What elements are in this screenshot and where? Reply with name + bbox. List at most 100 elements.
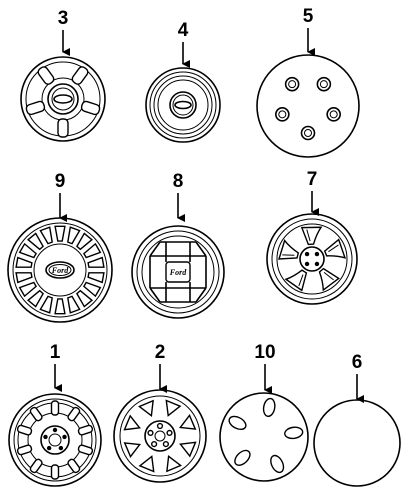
callout-9: 9 xyxy=(55,171,66,192)
slot xyxy=(76,232,93,251)
lug xyxy=(304,261,310,267)
callout-2: 2 xyxy=(155,342,166,363)
triangle-window xyxy=(178,414,197,430)
slot xyxy=(27,289,44,308)
slot xyxy=(71,66,89,85)
slot xyxy=(37,66,55,85)
triangle-window xyxy=(123,414,141,431)
slot xyxy=(18,281,38,298)
vent xyxy=(50,464,60,480)
hole xyxy=(300,125,316,141)
spoke-window xyxy=(318,267,340,292)
vent xyxy=(16,424,33,436)
oval-recess xyxy=(270,454,285,474)
spoke-line xyxy=(323,271,334,281)
part-1-wheel[interactable]: 1 xyxy=(8,342,102,487)
slot xyxy=(67,226,81,245)
slot xyxy=(80,100,101,116)
spoke-window xyxy=(278,239,300,260)
ford-emblem-8: Ford xyxy=(169,268,187,277)
slot xyxy=(25,100,46,116)
callout-10: 10 xyxy=(254,342,275,363)
vent xyxy=(29,458,43,474)
vent xyxy=(50,400,60,416)
spoke-line xyxy=(298,274,304,287)
triangle-window xyxy=(138,399,154,418)
lug xyxy=(314,261,320,267)
slot xyxy=(27,232,44,251)
lug xyxy=(147,429,154,437)
slot xyxy=(82,281,102,298)
oval-recess xyxy=(234,449,251,466)
lug xyxy=(46,445,52,451)
spoke-line xyxy=(328,244,339,253)
oval-recess xyxy=(228,415,247,431)
slot xyxy=(39,226,53,245)
part-7-wheel[interactable]: 7 xyxy=(266,169,358,305)
part-6-wheel-cover[interactable]: 6 xyxy=(313,352,401,487)
callout-8: 8 xyxy=(173,171,184,192)
slot xyxy=(76,289,93,308)
part-10-wheel-cover[interactable]: 10 xyxy=(219,342,309,482)
vent xyxy=(77,424,94,436)
part-8-wheel-cover[interactable]: 8 Ford xyxy=(131,171,225,319)
slot xyxy=(87,272,105,284)
lug xyxy=(151,440,158,448)
slot xyxy=(87,256,105,268)
hole-inner xyxy=(329,110,338,119)
hole xyxy=(284,76,300,92)
part-3-wheel-cover[interactable]: 3 xyxy=(20,8,106,142)
triangle-window xyxy=(138,455,155,473)
vent xyxy=(67,406,81,422)
vent xyxy=(29,406,43,422)
part-9-wheel-cover[interactable]: 9 Ford xyxy=(7,171,113,323)
callout-4: 4 xyxy=(178,20,189,41)
hole xyxy=(316,76,332,92)
callout-6: 6 xyxy=(352,352,363,373)
hole-inner xyxy=(319,80,328,89)
slot xyxy=(57,118,69,138)
ford-emblem-9: Ford xyxy=(51,266,69,275)
lug xyxy=(166,429,173,437)
hole-inner xyxy=(304,129,312,137)
slot xyxy=(82,242,102,259)
slot xyxy=(15,272,33,284)
slot xyxy=(67,295,81,314)
callout-1: 1 xyxy=(50,342,61,363)
part-2-wheel[interactable]: 2 xyxy=(113,342,207,483)
oval-recess xyxy=(262,397,276,418)
lug xyxy=(314,251,320,257)
lug xyxy=(304,251,310,257)
spoke-window xyxy=(300,226,323,246)
part-5-wheel-cover[interactable]: 5 xyxy=(256,6,360,158)
oval-recess xyxy=(284,426,304,440)
slot xyxy=(18,242,38,259)
slot xyxy=(54,298,66,315)
part-4-wheel-cover[interactable]: 4 xyxy=(145,20,221,143)
slot xyxy=(54,225,66,242)
hole-inner xyxy=(288,80,297,89)
lug xyxy=(58,445,64,451)
triangle-window xyxy=(179,441,197,458)
slot xyxy=(39,295,53,314)
lug xyxy=(162,440,169,448)
spoke-window xyxy=(284,269,308,292)
hole xyxy=(326,107,341,122)
callout-7: 7 xyxy=(307,169,318,190)
hole xyxy=(275,107,290,122)
lug xyxy=(43,434,48,440)
hole-inner xyxy=(278,110,287,119)
lug xyxy=(52,427,58,433)
triangle-window xyxy=(123,442,142,458)
slot xyxy=(15,256,33,268)
lug xyxy=(156,422,164,430)
spoke-window xyxy=(323,238,347,259)
triangle-window xyxy=(166,454,182,473)
vent xyxy=(77,444,94,456)
vent xyxy=(16,444,33,456)
spoke-line xyxy=(306,229,311,242)
lug xyxy=(62,434,67,440)
callout-3: 3 xyxy=(58,8,69,29)
callout-5: 5 xyxy=(303,6,314,27)
